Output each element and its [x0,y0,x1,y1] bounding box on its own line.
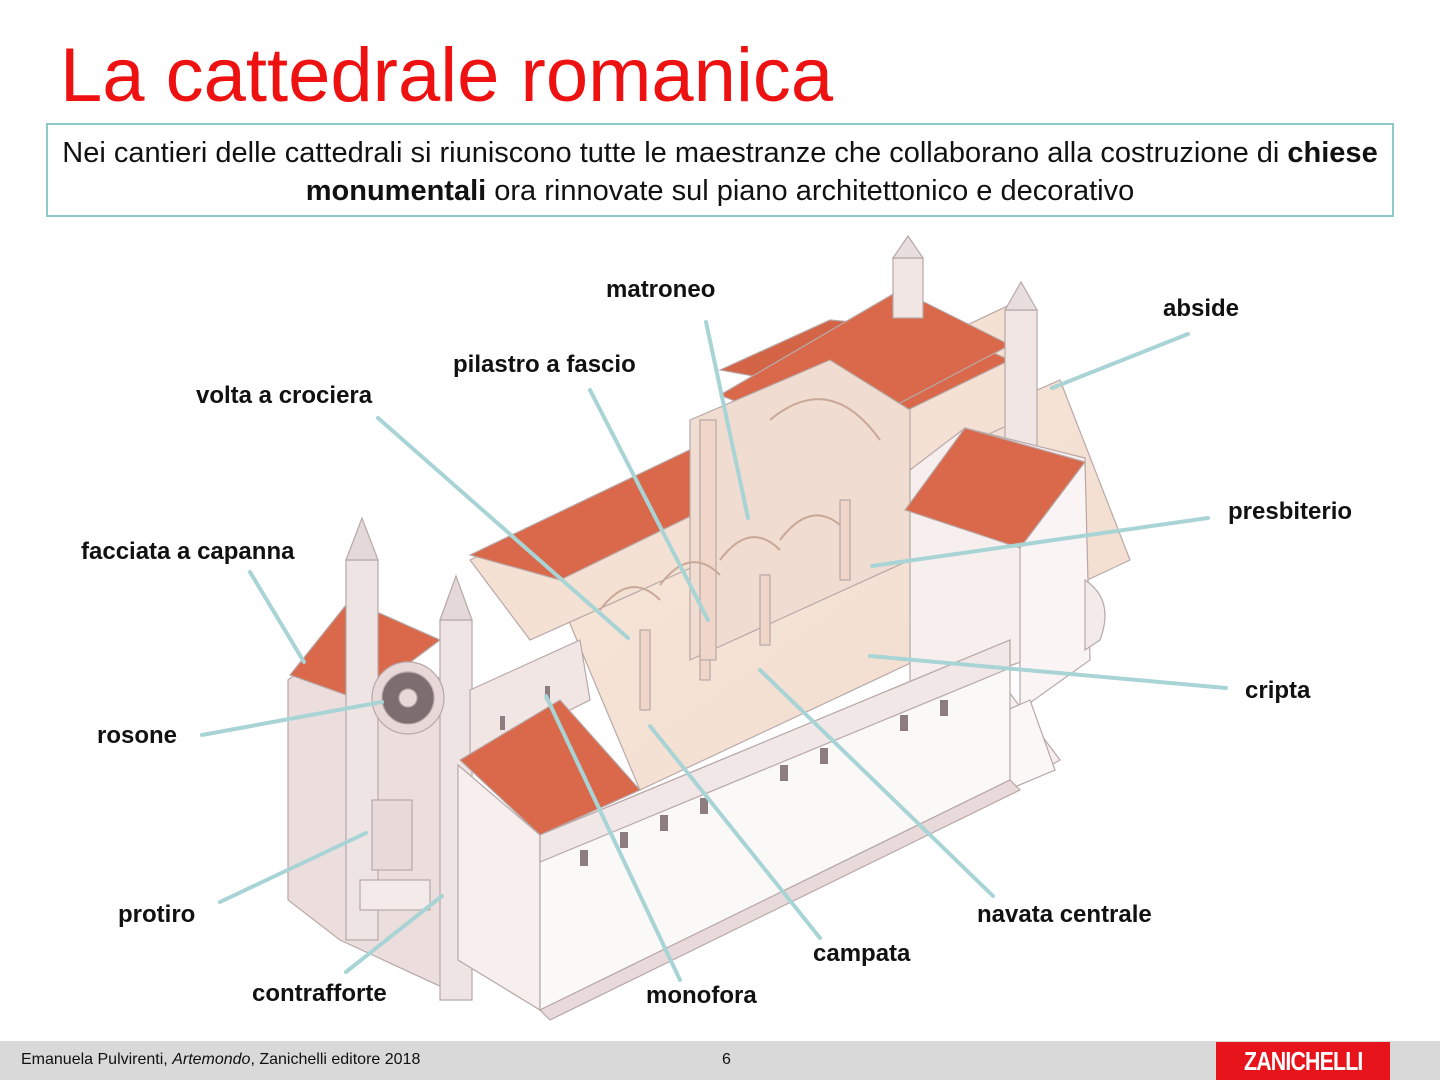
intro-text-end: ora rinnovate sul piano architettonico e… [486,175,1135,207]
label-cripta: cripta [1245,677,1311,704]
leader-matroneo [704,320,750,520]
leader-campata [648,724,822,940]
intro-text-bold: chiese monumentali [305,137,1378,207]
intro-text-start: Nei cantieri delle cattedrali si riunisc… [62,137,1288,169]
page-number: 6 [722,1051,731,1068]
leader-facciata [248,570,306,664]
zanichelli-logo: ZANICHELLI [1216,1042,1390,1080]
footer-author: Emanuela Pulvirenti, [21,1051,173,1068]
label-campata: campata [813,940,911,967]
footer-publisher: , Zanichelli editore 2018 [250,1051,421,1068]
leader-volta [376,416,630,640]
label-presbiterio: presbiterio [1228,498,1353,525]
leader-navata [758,668,995,898]
logo-text: ZANICHELLI [1243,1046,1363,1076]
label-volta-a-crociera: volta a crociera [196,382,373,409]
label-monofora: monofora [646,982,757,1009]
label-facciata-a-capanna: facciata a capanna [81,538,295,565]
leader-pilastro [588,388,710,622]
leader-contrafforte [344,894,444,974]
leader-protiro [218,831,368,904]
footer-book-title: Artemondo [172,1051,251,1068]
label-pilastro-a-fascio: pilastro a fascio [453,351,636,378]
label-matroneo: matroneo [606,276,716,303]
cathedral-illustration [200,234,1228,1021]
leader-presbiterio [870,516,1210,568]
label-contrafforte: contrafforte [252,980,387,1007]
footer-credit: Emanuela Pulvirenti, Artemondo, Zanichel… [21,1051,420,1069]
leader-rosone [200,700,384,737]
intro-text-box: Nei cantieri delle cattedrali si riunisc… [46,123,1394,217]
cathedral-body [287,234,1131,1021]
slide-title: La cattedrale romanica [60,33,834,118]
label-navata-centrale: navata centrale [977,901,1152,928]
label-protiro: protiro [118,901,196,928]
leader-cripta [868,654,1228,690]
leader-monofora [544,694,682,982]
leader-abside [1050,332,1190,390]
label-abside: abside [1163,295,1240,322]
slide-footer: Emanuela Pulvirenti, Artemondo, Zanichel… [0,1041,1440,1080]
label-rosone: rosone [97,722,178,749]
leader-lines [200,320,1228,982]
